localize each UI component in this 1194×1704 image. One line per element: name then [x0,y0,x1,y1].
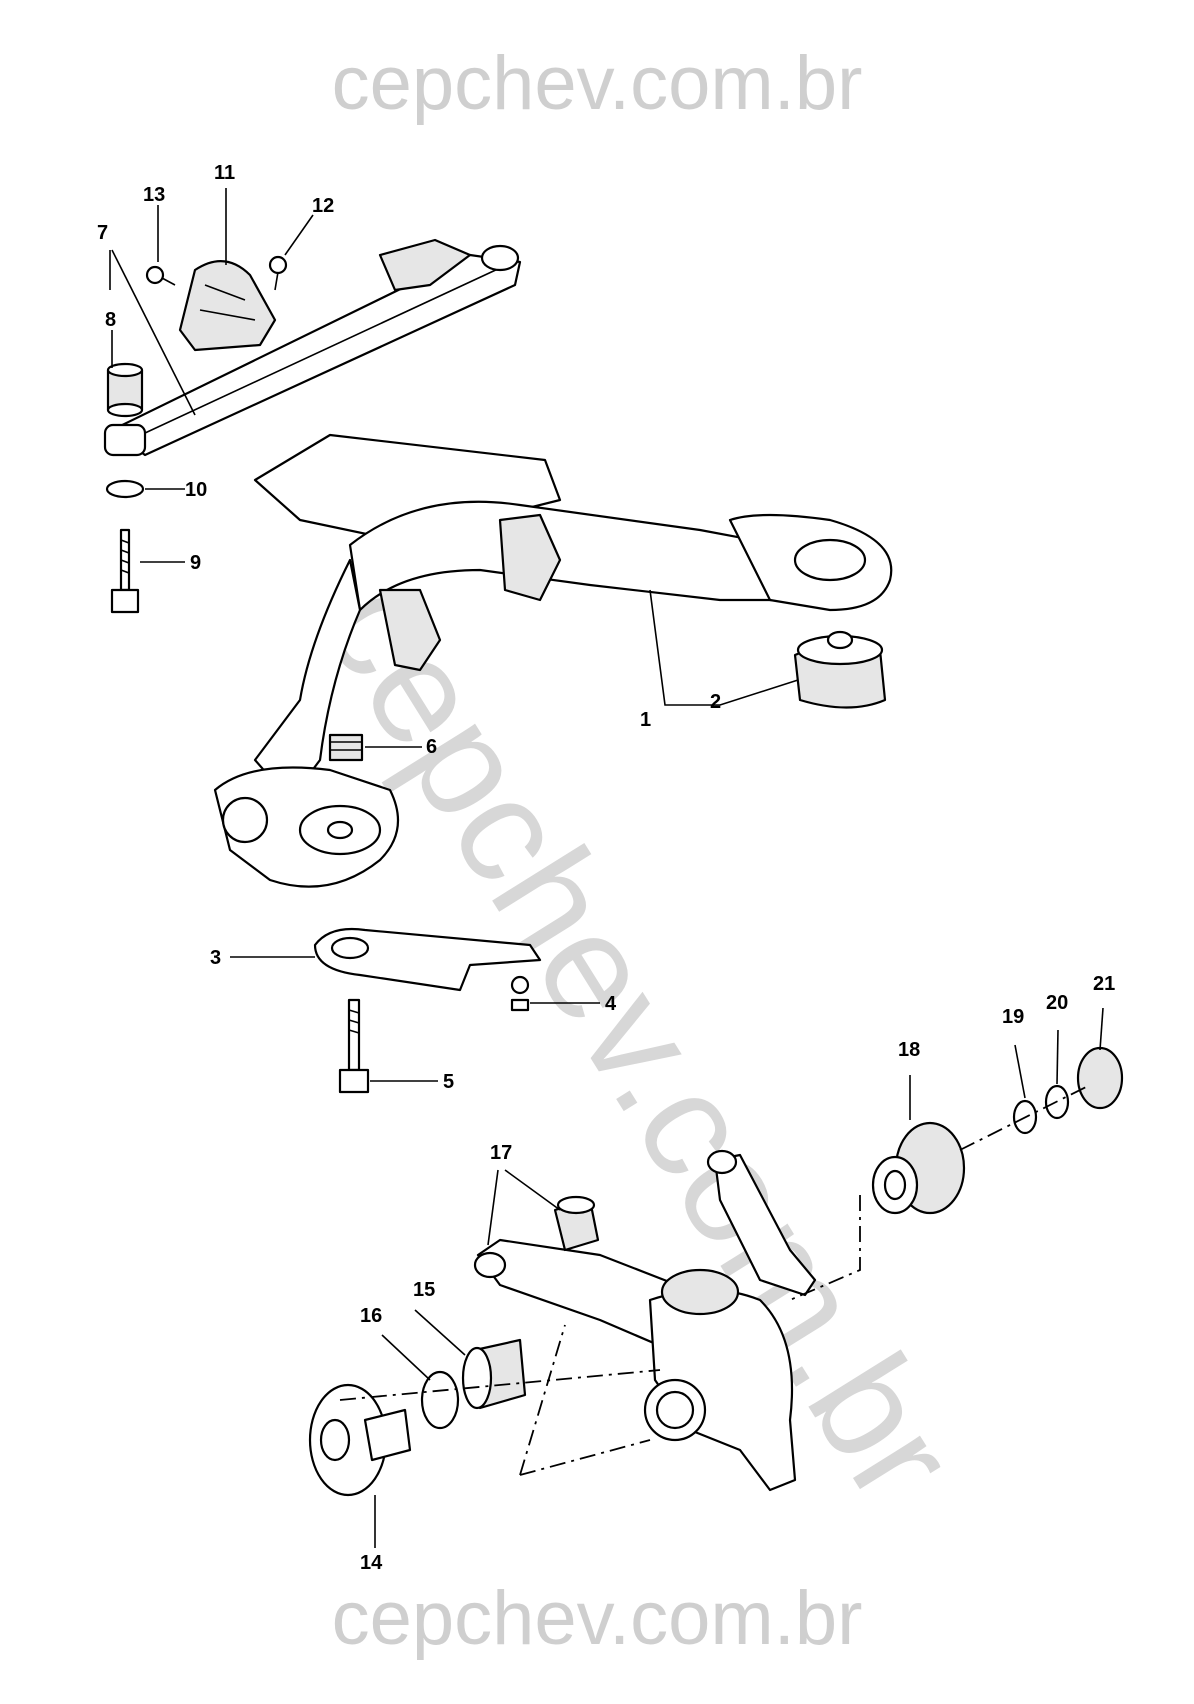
engine-mount [178,260,277,352]
hub-18 [871,1121,966,1215]
callout-4: 4 [605,993,617,1015]
callout-8: 8 [105,309,117,331]
watermark-top: cepchev.com.br [331,41,863,126]
callout-9: 9 [190,552,202,574]
bracket-3 [313,927,542,992]
callout-2: 2 [710,691,722,713]
callout-6: 6 [426,736,438,758]
callout-1: 1 [640,709,652,731]
callout-15: 15 [413,1279,436,1301]
assembly-axis-lines [339,1084,1091,1476]
rear-axle-frame [213,433,893,888]
callout-13: 13 [143,184,166,206]
bolt-4 [510,975,530,1012]
hub-flange-14 [308,1383,412,1497]
watermark-bottom: cepchev.com.br [331,1576,863,1661]
callout-10: 10 [185,479,208,501]
cap-21 [1076,1046,1124,1110]
callout-11: 11 [214,162,236,184]
washer-10 [105,479,145,499]
bolt-13 [145,265,176,286]
callout-3: 3 [210,947,222,969]
callout-17: 17 [490,1142,513,1164]
callout-5: 5 [443,1071,455,1093]
snap-ring-16 [420,1370,460,1430]
callout-21: 21 [1093,973,1116,995]
callout-20: 20 [1046,992,1069,1014]
callout-7: 7 [97,222,109,244]
bearing-15 [461,1338,527,1410]
bolt-9 [110,528,140,614]
rubber-mount-2 [793,630,887,709]
bushing-17 [553,1195,600,1252]
bolt-12 [268,255,288,291]
crossmember-front-tube [103,238,522,457]
callout-18: 18 [898,1039,921,1061]
bushing-8 [106,362,144,418]
callout-19: 19 [1002,1006,1025,1028]
leader-lines [109,188,1104,1548]
callout-14: 14 [360,1552,383,1574]
spring-pad-6 [328,733,364,762]
callout-16: 16 [360,1305,383,1327]
bolt-5 [338,998,370,1094]
trailing-arm [473,1149,817,1492]
callout-12: 12 [312,195,335,217]
